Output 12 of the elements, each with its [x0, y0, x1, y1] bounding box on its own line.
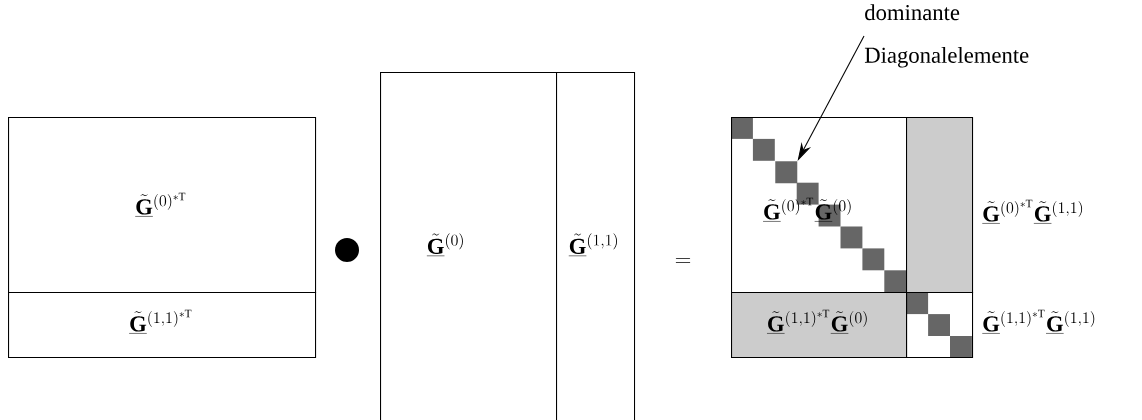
matrix-block [906, 292, 974, 359]
annotation-text: dominante Diagonalelemente [864, 4, 1029, 68]
matrix-block: $\underline{\tilde{\mathbf{G}}}{}^{(1,1)^{*\mathrm{T}}}$ [8, 292, 317, 359]
product-formula: $\underline{\tilde{\mathbf{G}}}{}^{(0)^{*\mathrm{T}}}\underline{\tilde{\mathbf{G}}}{}^{(1,1)}$ [982, 199, 1083, 224]
node-label: $\underline{\tilde{\mathbf{G}}}{}^{(1,1)}$ [568, 233, 618, 256]
shaded-block [906, 117, 974, 294]
matrix-column: $\underline{\tilde{\mathbf{G}}}{}^{(0)}$ [380, 72, 558, 420]
product-formula: $\underline{\tilde{\mathbf{G}}}{}^{(1,1)^{*\mathrm{T}}}\underline{\tilde{\mathbf{G}}}{}^{(1,1)}$ [982, 309, 1095, 334]
shaded-block: $\underline{\tilde{\mathbf{G}}}{}^{(1,1)^{*\mathrm{T}}}\underline{\tilde{\mathbf{G}}}{}^{(0)}$ [731, 292, 908, 359]
matrix-column: $\underline{\tilde{\mathbf{G}}}{}^{(1,1)}$ [556, 72, 636, 420]
diagonal-square [775, 161, 798, 184]
equals-sign: $=$ [675, 257, 691, 263]
